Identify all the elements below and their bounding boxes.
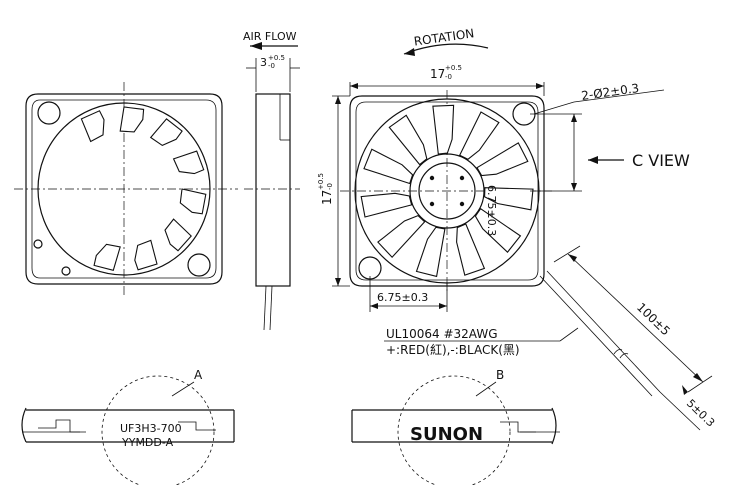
side-view: AIR FLOW 3 +0.5 -0 [243,30,300,331]
fan-blade [179,188,207,215]
thickness-tol-lower: -0 [268,62,275,70]
rear-view [14,82,238,296]
fan-blade [476,142,529,177]
fan-blade [363,148,414,185]
thickness-tol-upper: +0.5 [268,54,285,62]
wire-spec-label: UL10064 #32AWG [386,327,498,341]
c-view-label: C VIEW [632,151,690,170]
fan-blade [119,106,145,133]
fan-blade [458,111,500,160]
height-dimension: 17 [320,190,334,205]
height-tol-lower: -0 [326,183,334,190]
fan-blade [432,104,455,155]
width-tol-upper: +0.5 [445,64,462,72]
label-b-brand: SUNON [410,424,483,445]
front-view: ROTATION 17 +0.5 -0 17 +0.5 -0 [317,26,690,312]
detail-b: B SUNON [351,368,560,485]
fan-blade [164,218,192,252]
lead-strip-dimension: 5±0.3 [684,397,717,430]
detail-a-label: A [194,368,203,382]
wire-colors-label: +:RED(紅),-:BLACK(黑) [386,343,520,357]
lead-wires: 100±5 5±0.3 [539,245,717,431]
fan-blade [474,207,522,254]
fan-blade [80,110,105,143]
label-a-line1: UF3H3-700 [120,422,182,435]
fan-blade [456,223,486,276]
detail-b-label: B [496,368,504,382]
fan-blade [360,192,413,218]
fan-blade [484,187,534,211]
hole-offset-vertical: 6.75±0.3 [485,185,498,236]
wire-spec-note: UL10064 #32AWG +:RED(紅),-:BLACK(黑) [384,327,579,357]
height-tol-upper: +0.5 [317,173,325,190]
fan-blade [134,239,158,271]
hole-offset-horizontal: 6.75±0.3 [377,291,428,304]
label-a-line2: YYMDD-A [121,436,174,449]
detail-a: A UF3H3-700 YYMDD-A [21,368,235,485]
fan-blade [388,114,428,166]
fan-blade [415,226,446,278]
fan-blade [172,150,205,175]
fan-blade [93,243,121,271]
thickness-dimension: 3 [260,56,267,69]
fan-blade [377,214,426,259]
air-flow-label: AIR FLOW [243,30,297,43]
lead-length-dimension: 100±5 [634,300,673,338]
fan-blade [149,118,183,147]
width-dimension: 17 [430,67,445,81]
width-tol-lower: -0 [445,73,452,81]
